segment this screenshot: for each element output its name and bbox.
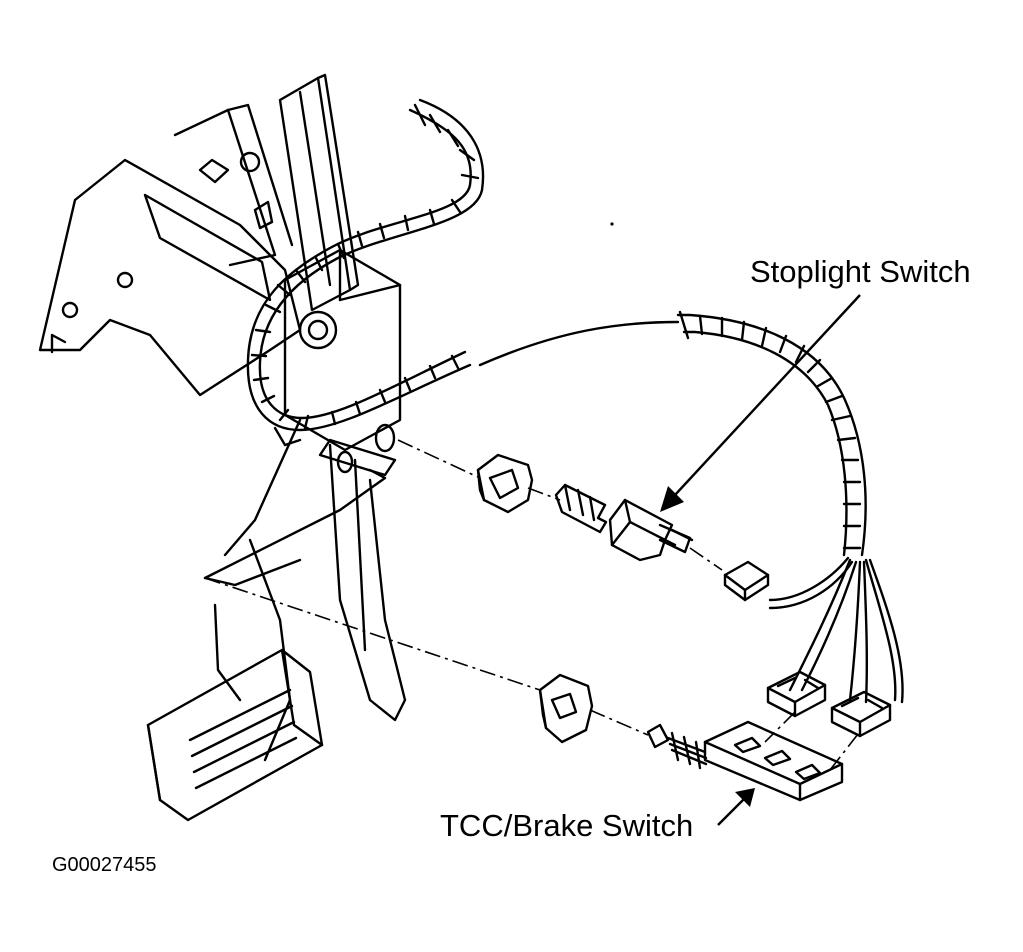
harness-loom-upper — [246, 98, 485, 447]
alignment-lines — [204, 439, 859, 771]
tcc-arrow-head-icon — [735, 788, 755, 807]
registration-dot — [610, 222, 614, 226]
tcc-brake-switch — [646, 720, 844, 802]
stoplight-connector — [723, 560, 770, 602]
lower-switch-clip — [538, 673, 594, 744]
support-column — [278, 73, 360, 312]
tcc-connectors — [766, 670, 892, 738]
pedal-pad — [146, 648, 324, 822]
mounting-bracket — [38, 103, 302, 397]
upper-switch-clip — [476, 453, 534, 514]
wire-breakouts — [768, 556, 904, 704]
figure-code-label: G00027455 — [52, 854, 157, 876]
harness-loom-right — [478, 310, 867, 557]
stoplight-leader-line — [674, 294, 861, 496]
pivot-block — [283, 248, 402, 477]
stoplight-arrow-head-icon — [660, 486, 684, 512]
tcc-leader-line — [717, 797, 746, 826]
stoplight-switch-label: Stoplight Switch — [750, 254, 971, 289]
callout-leaders — [674, 294, 861, 826]
pedal-arm — [203, 418, 407, 762]
stoplight-switch — [554, 483, 694, 562]
tcc-brake-switch-label: TCC/Brake Switch — [440, 808, 694, 843]
